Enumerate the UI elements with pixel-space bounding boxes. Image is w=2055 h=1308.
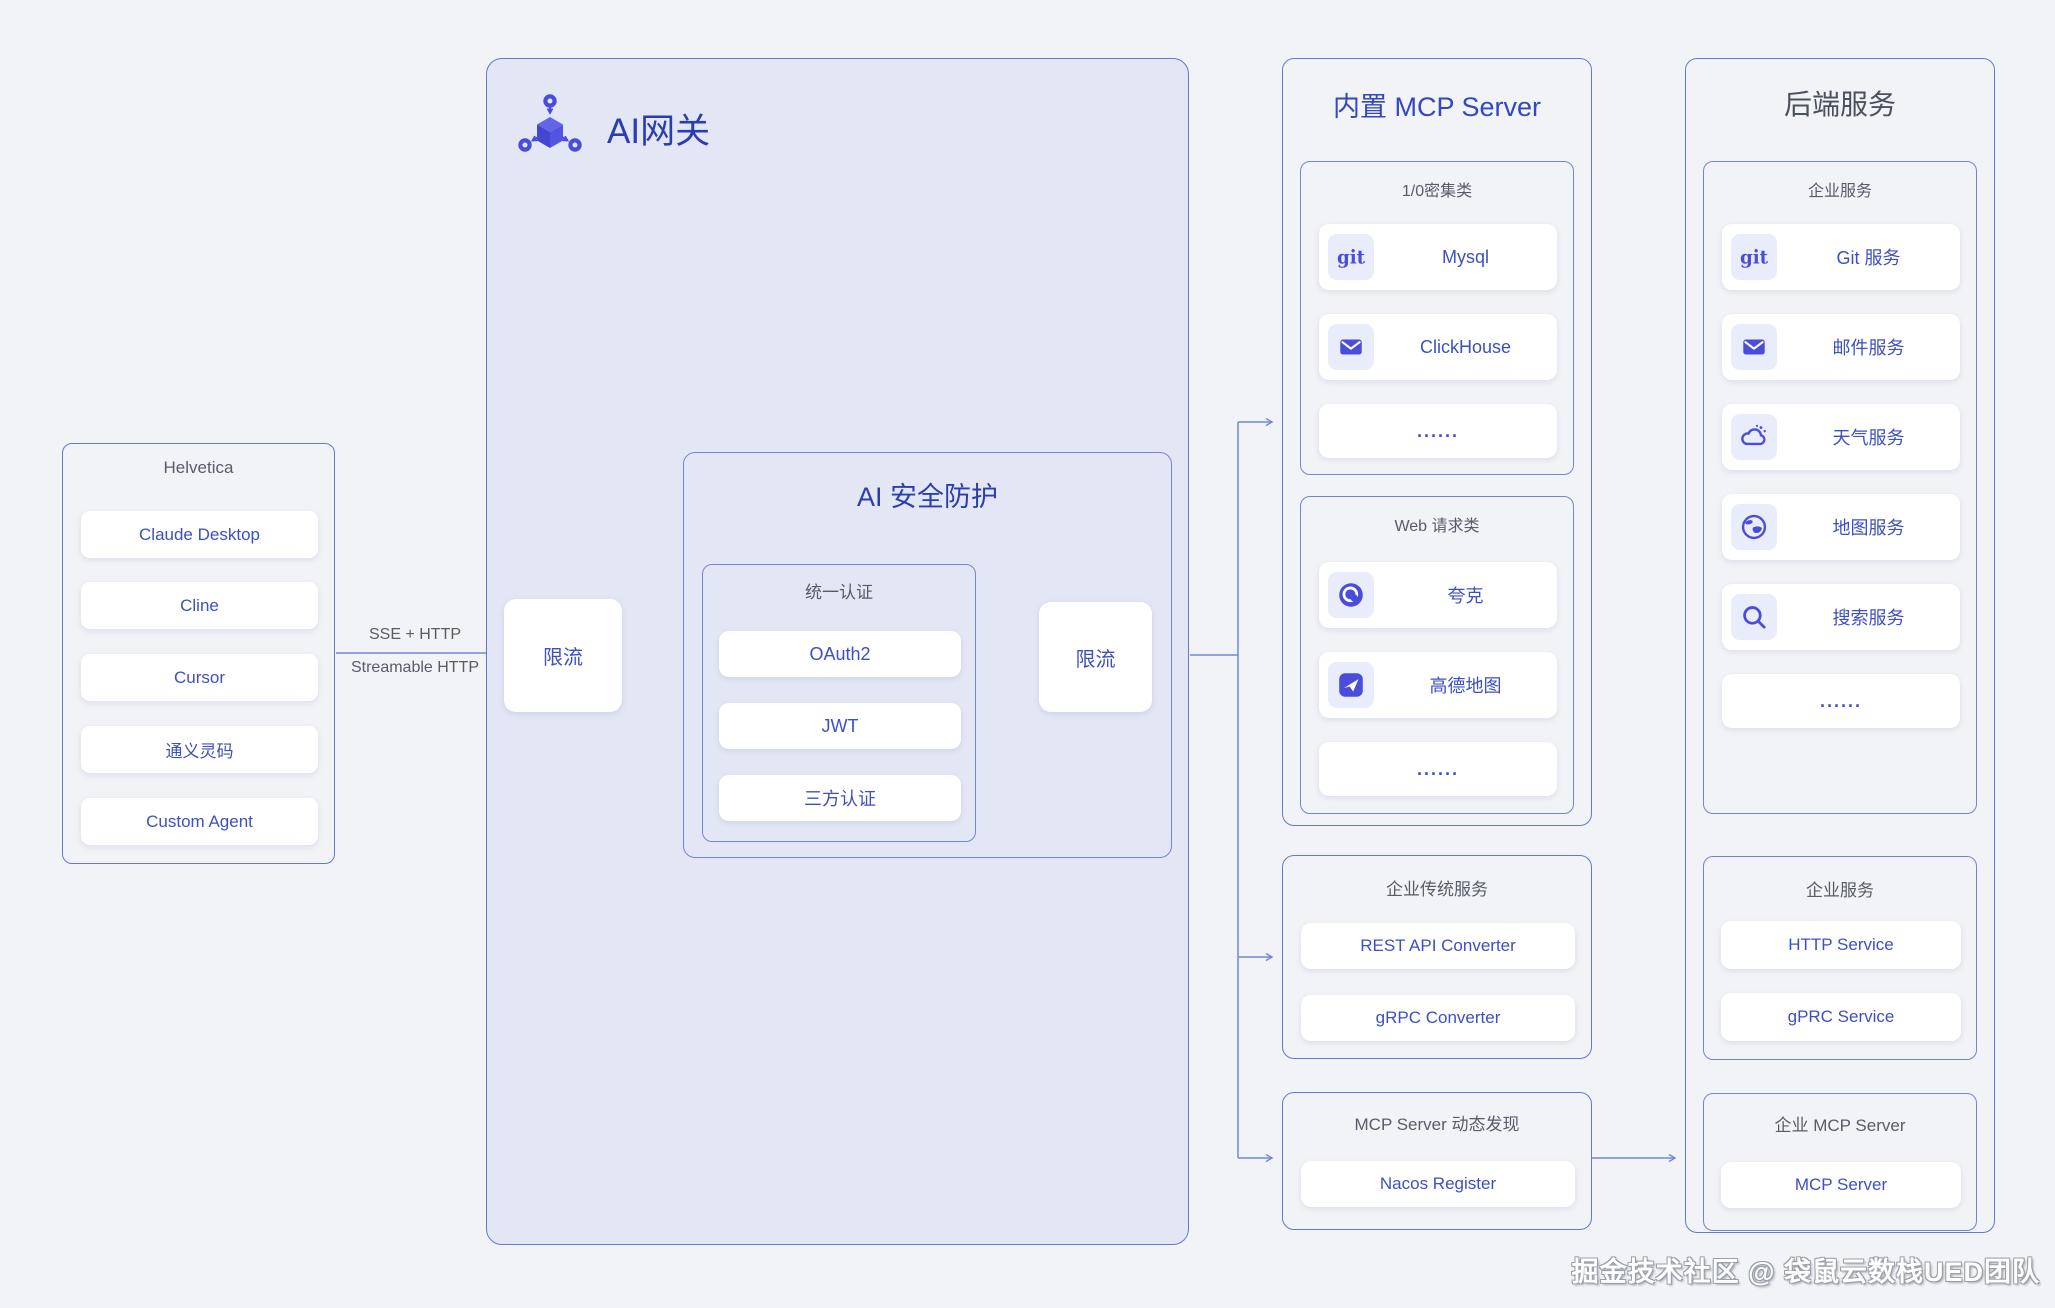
auth-jwt: JWT (719, 703, 961, 749)
client-cursor: Cursor (81, 654, 318, 701)
amap-icon (1328, 662, 1374, 708)
backend-item-label: 天气服务 (1832, 428, 1905, 448)
weather-icon (1731, 414, 1777, 460)
io-intensive-group: 1/0密集类 git Mysql ClickHouse ...... (1300, 161, 1574, 475)
http-service: HTTP Service (1721, 921, 1961, 969)
git-icon: git (1731, 234, 1777, 280)
backend-item-label: Git 服务 (1836, 248, 1901, 268)
nacos-register: Nacos Register (1301, 1161, 1575, 1207)
link-label-sse-http: SSE + HTTP (368, 626, 462, 643)
enterprise-services-title: 企业服务 (1807, 183, 1872, 200)
builtin-mcp-panel: 内置 MCP Server 1/0密集类 git Mysql ClickHous… (1282, 58, 1592, 826)
unified-auth-box: 统一认证 OAuth2 JWT 三方认证 (702, 564, 976, 842)
backend-item-label: 邮件服务 (1832, 338, 1905, 358)
ellipsis-label: ...... (1416, 758, 1459, 779)
builtin-item-more: ...... (1319, 404, 1557, 458)
mcp-server-card: MCP Server (1721, 1162, 1961, 1208)
search-icon (1731, 594, 1777, 640)
mail-icon (1328, 324, 1374, 370)
gateway-title: AI网关 (607, 112, 711, 151)
builtin-item-clickhouse: ClickHouse (1319, 314, 1557, 380)
unified-auth-title: 统一认证 (805, 583, 873, 602)
client-tongyi-lingma: 通义灵码 (81, 726, 318, 773)
backend-item-label: 搜索服务 (1832, 608, 1905, 628)
client-cline: Cline (81, 582, 318, 629)
rate-limiter-outbound: 限流 (1039, 602, 1152, 712)
builtin-item-quark: 夸克 (1319, 562, 1557, 628)
backend-item-git: git Git 服务 (1722, 224, 1960, 290)
builtin-item-label: 夸克 (1447, 586, 1484, 606)
ellipsis-label: ...... (1819, 690, 1862, 711)
auth-third-party: 三方认证 (719, 775, 961, 821)
backend-item-map: 地图服务 (1722, 494, 1960, 560)
rate-limiter-inbound: 限流 (504, 599, 622, 712)
backend-services-panel: 后端服务 企业服务 git Git 服务 邮件服务 天气服务 (1685, 58, 1995, 1233)
ai-gateway-panel: AI网关 限流 AI 安全防护 统一认证 OAuth2 JWT 三方认证 限流 (486, 58, 1189, 1245)
backend-item-label: 地图服务 (1832, 518, 1905, 538)
legacy-services-panel: 企业传统服务 REST API Converter gRPC Converter (1282, 855, 1592, 1059)
builtin-item-mysql: git Mysql (1319, 224, 1557, 290)
mcp-discovery-panel: MCP Server 动态发现 Nacos Register (1282, 1092, 1592, 1230)
builtin-item-amap: 高德地图 (1319, 652, 1557, 718)
legacy-services-title: 企业传统服务 (1386, 880, 1488, 899)
backend-item-more: ...... (1722, 674, 1960, 728)
client-claude-desktop: Claude Desktop (81, 511, 318, 558)
globe-icon (1731, 504, 1777, 550)
ai-security-box: AI 安全防护 统一认证 OAuth2 JWT 三方认证 限流 (683, 452, 1172, 858)
backend-services-title: 后端服务 (1783, 89, 1896, 120)
grpc-converter: gRPC Converter (1301, 995, 1575, 1041)
enterprise-mcp-title: 企业 MCP Server (1774, 1116, 1906, 1135)
builtin-mcp-title: 内置 MCP Server (1332, 92, 1542, 122)
backend-item-mail: 邮件服务 (1722, 314, 1960, 380)
client-custom-agent: Custom Agent (81, 798, 318, 845)
enterprise-services-title-2: 企业服务 (1806, 881, 1874, 900)
builtin-item-label: ClickHouse (1419, 336, 1512, 357)
link-label-streamable-http: Streamable HTTP (350, 659, 480, 676)
enterprise-mcp-group: 企业 MCP Server MCP Server (1703, 1093, 1977, 1231)
builtin-item-label: 高德地图 (1429, 676, 1502, 696)
clients-panel-title: Helvetica (163, 458, 234, 477)
ai-security-title: AI 安全防护 (856, 482, 998, 512)
io-intensive-title: 1/0密集类 (1401, 183, 1473, 200)
gateway-cube-icon (518, 94, 582, 152)
web-request-group: Web 请求类 夸克 高德地图 ...... (1300, 496, 1574, 814)
mcp-discovery-title: MCP Server 动态发现 (1354, 1115, 1520, 1134)
builtin-item-more: ...... (1319, 742, 1557, 796)
web-request-title: Web 请求类 (1394, 518, 1480, 535)
backend-item-weather: 天气服务 (1722, 404, 1960, 470)
git-icon: git (1328, 234, 1374, 280)
quark-icon (1328, 572, 1374, 618)
watermark: 掘金技术社区 @ 袋鼠云数栈UED团队 (1571, 1257, 2040, 1287)
svg-text:git: git (1337, 247, 1366, 268)
enterprise-services-group: 企业服务 git Git 服务 邮件服务 天气服务 (1703, 161, 1977, 814)
gprc-service: gPRC Service (1721, 993, 1961, 1041)
svg-text:git: git (1740, 247, 1769, 268)
mail-icon (1731, 324, 1777, 370)
backend-item-search: 搜索服务 (1722, 584, 1960, 650)
ellipsis-label: ...... (1416, 420, 1459, 441)
builtin-item-label: Mysql (1441, 246, 1489, 267)
enterprise-services-group-2: 企业服务 HTTP Service gPRC Service (1703, 856, 1977, 1060)
clients-panel: Helvetica Claude Desktop Cline Cursor 通义… (62, 443, 335, 864)
rest-api-converter: REST API Converter (1301, 923, 1575, 969)
auth-oauth2: OAuth2 (719, 631, 961, 677)
